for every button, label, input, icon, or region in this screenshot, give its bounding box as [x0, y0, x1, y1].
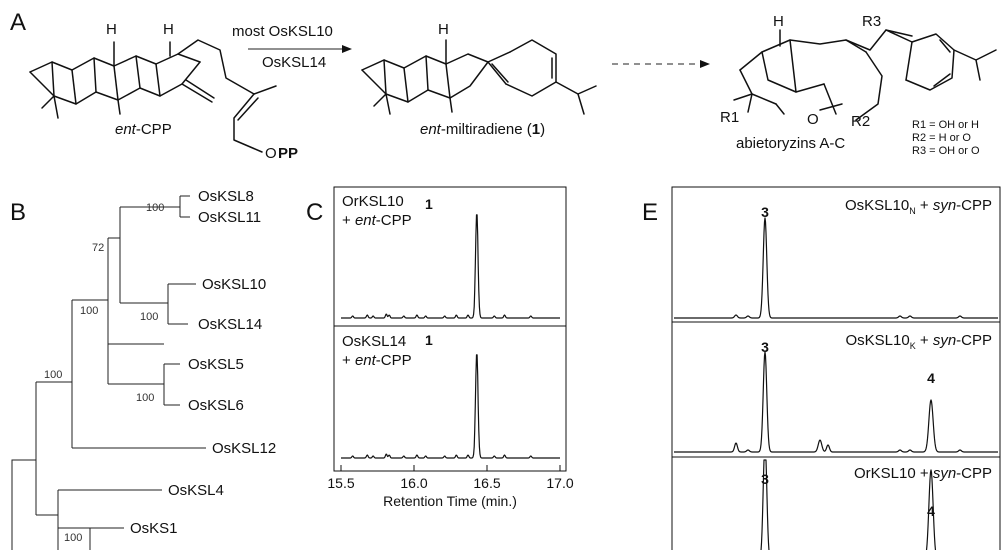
r-legend-1: R1 = OH or H — [912, 119, 979, 131]
trace-e-1-label: OsKSL10N + syn-CPP — [845, 197, 992, 216]
x-axis-c: 15.5 16.0 16.5 17.0 — [327, 465, 574, 491]
h-label-1: H — [106, 21, 117, 38]
taxon-oksl8: OsKSL8 — [198, 188, 254, 205]
taxon-oksl6: OsKSL6 — [188, 397, 244, 414]
peak-e-3-4: 4 — [927, 503, 935, 519]
dashed-arrowhead — [700, 60, 710, 68]
r-legend-2: R2 = H or O — [912, 132, 971, 144]
trace-c-2-enzyme: OsKSL14 — [342, 333, 406, 350]
taxon-oksl11: OsKSL11 — [198, 209, 261, 226]
abietoryzins-name: abietoryzins A-C — [736, 135, 845, 152]
tick-label-c-1: 16.0 — [400, 475, 427, 491]
bootstrap-3: 100 — [80, 305, 98, 317]
ent-miltiradiene-structure — [361, 39, 597, 115]
trace-e-3-label: OrKSL10 + syn-CPP — [854, 465, 992, 482]
r2-label: R2 — [851, 113, 870, 130]
panel-c-label: C — [306, 199, 323, 226]
ent-miltiradiene-name: ent-miltiradiene (1) — [420, 121, 545, 138]
trace-c-2-substrate: + ent-CPP — [342, 352, 412, 369]
panel-e-label: E — [642, 199, 658, 226]
h-label-4: H — [773, 13, 784, 30]
ent-cpp-suffix: -CPP — [136, 121, 172, 138]
opp-pp-label: PP — [278, 145, 298, 162]
ent-cpp-name: ent-CPP — [115, 121, 172, 138]
abietoryzins-structure — [733, 29, 997, 121]
trace-c-1 — [341, 214, 560, 319]
tick-label-c-0: 15.5 — [327, 475, 354, 491]
opp-o-label: O — [265, 145, 277, 162]
ring-o-label: O — [807, 111, 819, 128]
peak-e-2-3: 3 — [761, 339, 769, 355]
bootstrap-1: 100 — [146, 202, 164, 214]
taxon-oks1: OsKS1 — [130, 520, 178, 537]
bootstrap-7: 100 — [64, 532, 82, 544]
h-label-3: H — [438, 21, 449, 38]
trace-c-1-enzyme: OrKSL10 — [342, 193, 404, 210]
phylogenetic-tree — [11, 195, 206, 550]
r3-label: R3 — [862, 13, 881, 30]
tick-label-c-2: 16.5 — [473, 475, 500, 491]
bootstrap-2: 72 — [92, 242, 104, 254]
taxon-oksl5: OsKSL5 — [188, 356, 244, 373]
ent-cpp-structure — [29, 39, 277, 153]
trace-e-1 — [673, 217, 999, 319]
bootstrap-5: 100 — [136, 392, 154, 404]
panel-b-label: B — [10, 199, 26, 226]
reagent-top: most OsKSL10 — [232, 23, 333, 40]
ent-cpp-prefix: ent — [115, 121, 137, 138]
peak-e-2-4: 4 — [927, 370, 935, 386]
bootstrap-4: 100 — [140, 311, 158, 323]
chromatogram-e-frame — [671, 186, 1001, 550]
bootstrap-6: 100 — [44, 369, 62, 381]
trace-c-1-substrate: + ent-CPP — [342, 212, 412, 229]
peak-e-3-3: 3 — [761, 471, 769, 487]
trace-e-2-label: OsKSL10K + syn-CPP — [845, 332, 992, 351]
chromatogram-c-frame — [333, 186, 567, 472]
panel-a-label: A — [10, 9, 26, 36]
tick-label-c-3: 17.0 — [546, 475, 573, 491]
peak-e-1-3: 3 — [761, 204, 769, 220]
trace-c-2 — [341, 354, 560, 459]
taxon-oksl10: OsKSL10 — [202, 276, 266, 293]
taxon-oksl4: OsKSL4 — [168, 482, 224, 499]
h-label-2: H — [163, 21, 174, 38]
r-legend-3: R3 = OH or O — [912, 145, 980, 157]
x-axis-c-label: Retention Time (min.) — [383, 493, 517, 509]
trace-e-2 — [673, 351, 999, 453]
taxon-oksl12: OsKSL12 — [212, 440, 276, 457]
taxon-oksl14: OsKSL14 — [198, 316, 262, 333]
reagent-bottom: OsKSL14 — [262, 54, 326, 71]
reaction-arrowhead — [342, 45, 352, 53]
peak-c-1-label: 1 — [425, 196, 433, 212]
r1-label: R1 — [720, 109, 739, 126]
peak-c-2-label: 1 — [425, 332, 433, 348]
